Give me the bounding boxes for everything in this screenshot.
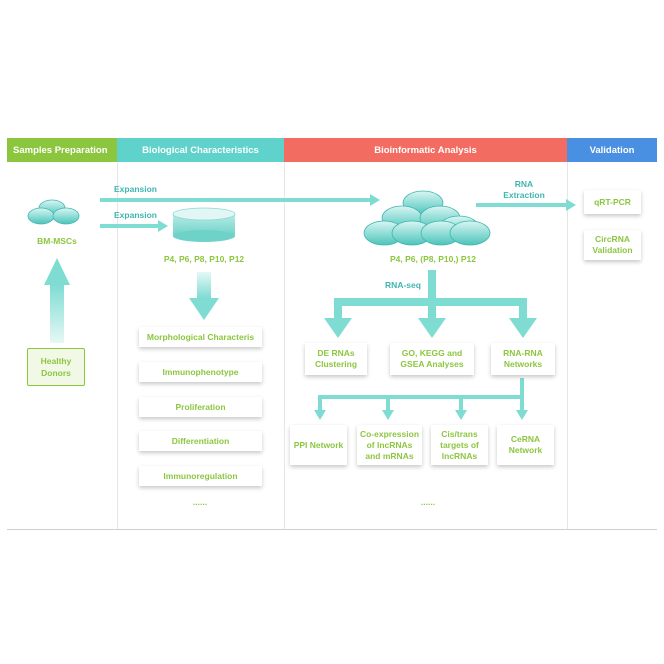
bm-msc-cells: [27, 199, 80, 225]
level1-go-kegg-gsea: GO, KEGG and GSEA Analyses: [390, 343, 474, 375]
header-biological-characteristics: Biological Characteristics: [117, 138, 284, 162]
biological-down-arrow: [189, 272, 219, 320]
level1-de-rnas: DE RNAs Clustering: [305, 343, 367, 375]
header-bioinformatic-label: Bioinformatic Analysis: [374, 144, 477, 156]
level1-rna-rna-networks: RNA-RNA Networks: [491, 343, 555, 375]
donor-up-arrow: [44, 258, 70, 343]
header-bioinformatic-analysis: Bioinformatic Analysis: [284, 138, 567, 162]
bioinformatic-more-ellipsis: ......: [420, 497, 436, 507]
column-divider: [284, 162, 285, 530]
rna-seq-label: RNA-seq: [385, 280, 421, 290]
level2-cerna-network: CeRNA Network: [497, 425, 554, 465]
bio-item-immunoregulation: Immunoregulation: [139, 466, 262, 486]
rna-extraction-arrow: [476, 199, 576, 211]
expansion-label-bottom: Expansion: [114, 210, 157, 220]
column-divider: [567, 162, 568, 530]
header-samples-preparation: Samples Preparation: [7, 138, 117, 162]
validation-qrt-pcr: qRT-PCR: [584, 190, 641, 214]
healthy-donors-box: Healthy Donors: [27, 348, 85, 386]
bioinformatic-passages: P4, P6, (P8, P10,) P12: [390, 254, 476, 264]
biological-more-ellipsis: ......: [192, 497, 208, 507]
expansion-arrow-bottom: [100, 220, 168, 232]
bio-item-proliferation: Proliferation: [139, 397, 262, 417]
validation-circrna: CircRNA Validation: [584, 230, 641, 260]
expansion-arrow-top: [100, 194, 380, 206]
column-divider: [117, 162, 118, 530]
biological-passages: P4, P6, P8, P10, P12: [163, 254, 245, 264]
level2-co-expression: Co-expression of lncRNAs and mRNAs: [357, 425, 422, 465]
bottom-rule: [7, 529, 657, 530]
header-samples-label: Samples Preparation: [13, 144, 108, 156]
level2-ppi-network: PPI Network: [290, 425, 347, 465]
header-biological-label: Biological Characteristics: [142, 144, 259, 156]
bio-item-immunophenotype: Immunophenotype: [139, 362, 262, 382]
expansion-label-top: Expansion: [114, 184, 157, 194]
networks-tree: [314, 378, 528, 420]
bio-item-differentiation: Differentiation: [139, 431, 262, 451]
bio-item-morphological: Morphological Characteris: [139, 327, 262, 347]
large-cell-cluster: [363, 190, 491, 246]
header-validation-label: Validation: [589, 144, 635, 156]
bm-msc-label: BM-MSCs: [37, 236, 77, 246]
level2-cis-trans: Cis/trans targets of lncRNAs: [431, 425, 488, 465]
rna-seq-tree: [324, 270, 537, 338]
rna-extraction-label: RNA Extraction: [503, 179, 545, 200]
culture-dish-icon: [172, 207, 236, 242]
header-validation: Validation: [567, 138, 657, 162]
healthy-donors-label: Healthy Donors: [40, 356, 72, 378]
